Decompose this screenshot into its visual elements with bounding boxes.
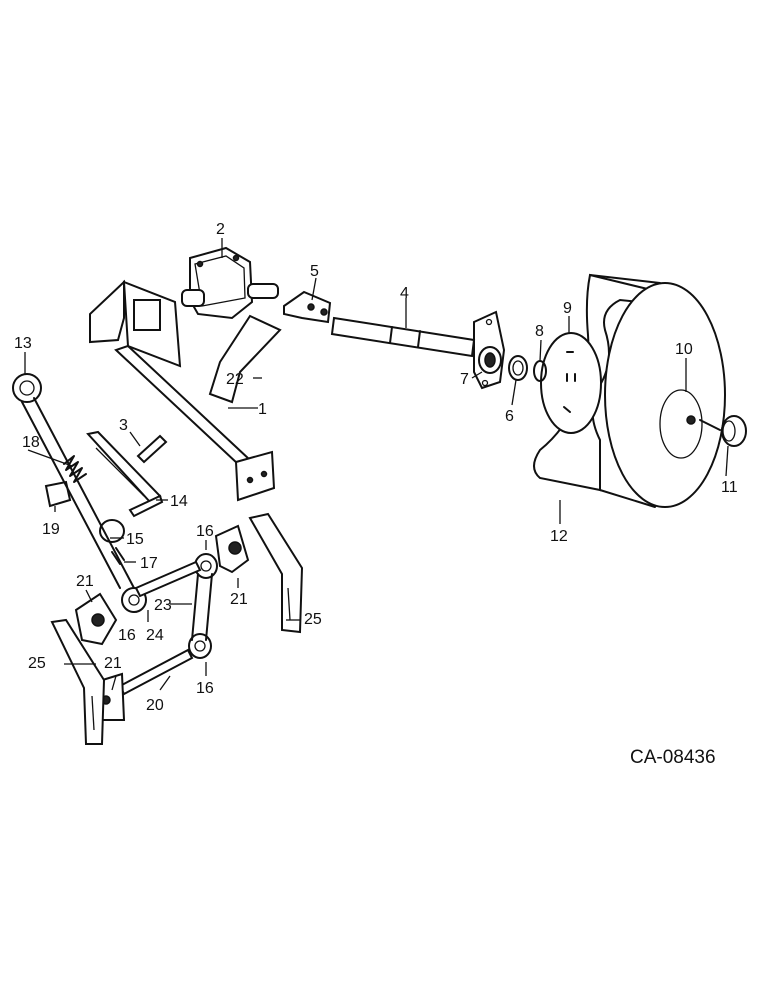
yoke-part-5	[283, 290, 332, 324]
callout-11: 11	[721, 479, 738, 496]
callout-3: 3	[119, 417, 128, 434]
callout-14: 14	[170, 493, 188, 510]
bearing-part-21-b	[214, 524, 250, 574]
callout-12: 12	[550, 528, 568, 545]
callout-21-b: 21	[230, 591, 248, 608]
bracket-part-25-b	[50, 618, 106, 745]
clip-part-19	[44, 480, 72, 508]
callouts: 1 2 3 4 5 6 7 8 9 10 11 12 13 14 15 16 1…	[14, 221, 738, 714]
chain	[21, 397, 135, 589]
callout-20: 20	[146, 697, 164, 714]
callout-8: 8	[535, 323, 544, 340]
callout-16-b: 16	[118, 627, 136, 644]
bushing-part-6	[508, 355, 528, 381]
plate-part-9	[540, 332, 602, 434]
callout-15: 15	[126, 531, 144, 548]
callout-10: 10	[675, 341, 693, 358]
pin-part-3	[136, 434, 168, 464]
bracket-part-22	[208, 314, 282, 404]
spring-part-18	[63, 455, 87, 483]
callout-21-c: 21	[104, 655, 122, 672]
callout-17: 17	[140, 555, 158, 572]
callout-6: 6	[505, 408, 514, 425]
bracket-part-14	[86, 430, 162, 504]
callout-4: 4	[400, 285, 409, 302]
shaft-part-20	[118, 648, 194, 696]
callout-25-a: 25	[304, 611, 322, 628]
knob-part-11	[699, 415, 747, 447]
bearing-part-21-a	[74, 592, 118, 646]
shaft-part-24	[134, 560, 202, 598]
sprocket-part-13	[12, 373, 42, 403]
flange-bearing-part-7	[473, 310, 506, 390]
callout-2: 2	[216, 221, 225, 238]
bracket-part-1	[89, 279, 276, 502]
leader-lines	[24, 238, 729, 691]
chain-part-23	[191, 573, 213, 641]
drawing-code: CA-08436	[630, 747, 716, 768]
gearbox-part-2	[181, 246, 279, 320]
shaft-part-4	[330, 316, 476, 358]
callout-21-a: 21	[76, 573, 94, 590]
callout-5: 5	[310, 263, 319, 280]
callout-7: 7	[460, 371, 469, 388]
callout-9: 9	[563, 300, 572, 317]
chain-part-17	[111, 547, 125, 565]
callout-19: 19	[42, 521, 60, 538]
callout-18: 18	[22, 434, 40, 451]
callout-23: 23	[154, 597, 172, 614]
callout-16-a: 16	[196, 523, 214, 540]
callout-1: 1	[258, 401, 267, 418]
bracket-part-25-a	[248, 512, 304, 634]
callout-25-b: 25	[28, 655, 46, 672]
callout-24: 24	[146, 627, 164, 644]
callout-13: 13	[14, 335, 32, 352]
callout-16-c: 16	[196, 680, 214, 697]
callout-22: 22	[226, 371, 244, 388]
